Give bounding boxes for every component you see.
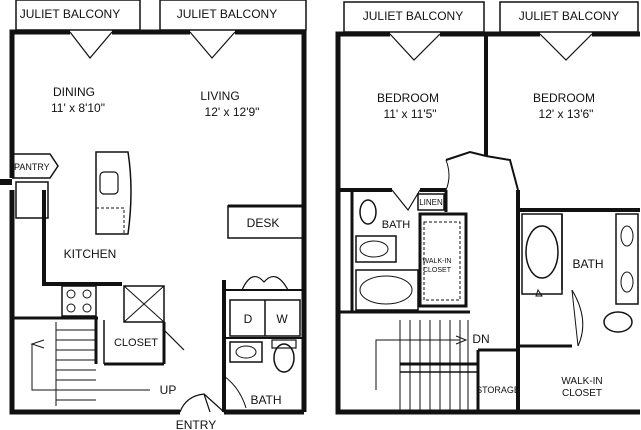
kitchen-island (95, 151, 132, 235)
walkin-large-line2: CLOSET (562, 388, 602, 399)
closet-label: CLOSET (114, 337, 158, 349)
bedroom-left-label: BEDROOM (377, 91, 439, 105)
lower-outer-wall-left (9, 190, 180, 415)
bedroom-right-size: 12' x 13'6" (539, 107, 594, 121)
walkin-small-line1: WALK-IN (423, 258, 452, 265)
pantry-label: PANTRY (14, 162, 50, 172)
bathtub-upper-right (525, 225, 559, 279)
storage-label: STORAGE (476, 385, 520, 395)
dining-size: 11' x 8'10" (51, 101, 105, 115)
balcony-rail-lower-left (15, 0, 141, 31)
stair-treads-lower (55, 322, 96, 406)
dryer-label: D (244, 312, 253, 326)
lower-level-plan (0, 0, 307, 415)
bedroom-right-label: BEDROOM (533, 91, 595, 105)
bedroom-door-swing (391, 189, 421, 212)
balcony-door-swing-lower-right (189, 31, 236, 59)
balcony-door-swing-upper-left (389, 33, 441, 61)
lower-outer-wall (9, 29, 70, 178)
walkin-closet-small (418, 212, 468, 308)
toilet-upper (359, 199, 377, 225)
fridge (15, 181, 49, 219)
entry-label: ENTRY (176, 418, 216, 430)
walkin-large-line1: WALK-IN (561, 376, 602, 387)
island-seating (95, 207, 125, 235)
balcony-door-swing-upper-right (539, 33, 593, 61)
bathtub-upper-left (355, 269, 419, 311)
stair-down-arrow-path (375, 339, 460, 390)
dishwasher (123, 285, 165, 323)
linen-closet (417, 193, 445, 211)
walkin-small-line2: CLOSET (423, 267, 452, 274)
desk (227, 205, 305, 239)
bath-upper-right-label: BATH (572, 257, 603, 271)
range (61, 285, 97, 317)
labels: JULIET BALCONY JULIET BALCONY JULIET BAL… (14, 7, 619, 430)
bath-sink (229, 341, 263, 363)
toilet (273, 343, 295, 373)
desk-label: DESK (247, 216, 280, 230)
balcony-door-swing-lower-left (69, 31, 113, 59)
down-label: DN (472, 332, 489, 346)
linen-label: LINEN (419, 198, 443, 207)
balcony-rail-lower-right (159, 0, 307, 31)
pantry-outline (12, 153, 59, 179)
dining-label: DINING (53, 85, 95, 99)
closet-door-swing (163, 329, 185, 351)
laundry-door-swing (241, 275, 289, 291)
bath-upper-left-label: BATH (382, 219, 411, 231)
balcony-rail-upper-left (343, 1, 485, 33)
stair-up-arrow-path (31, 344, 150, 391)
kitchen-counter (42, 190, 122, 286)
balcony-label-lower-right: JULIET BALCONY (177, 7, 277, 21)
bath-lower-label: BATH (250, 393, 281, 407)
up-label: UP (160, 383, 177, 397)
upper-outer-wall (335, 31, 640, 415)
balcony-label-lower-left: JULIET BALCONY (20, 7, 120, 21)
kitchen-label: KITCHEN (64, 247, 117, 261)
balcony-rail-upper-right (499, 1, 639, 33)
upper-level-plan (335, 1, 640, 415)
toilet-upper-right (603, 311, 633, 333)
washer-label: W (276, 312, 288, 326)
entry-door-swing (179, 393, 211, 413)
living-label: LIVING (200, 89, 239, 103)
lower-outer-wall-top-right (235, 29, 307, 412)
balcony-label-upper-left: JULIET BALCONY (363, 9, 463, 23)
living-size: 12' x 12'9" (205, 105, 260, 119)
balcony-label-upper-right: JULIET BALCONY (519, 9, 619, 23)
bedroom-left-size: 11' x 11'5" (383, 107, 436, 121)
